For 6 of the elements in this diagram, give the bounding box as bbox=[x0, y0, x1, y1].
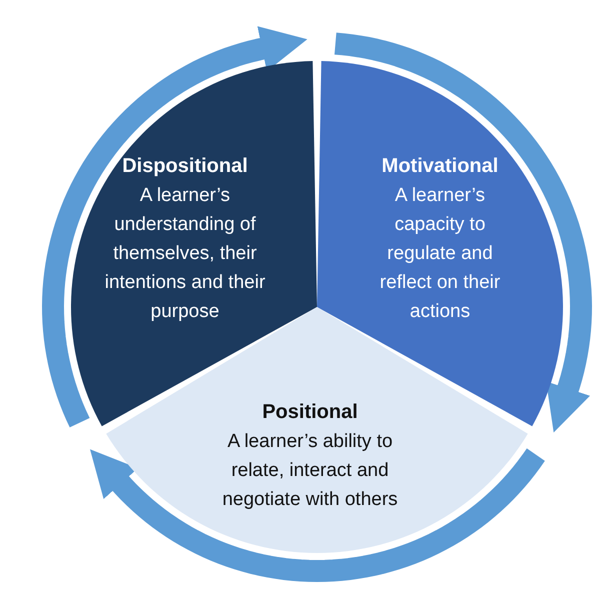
segment-description: A learner’s ability to relate, interact and negotiate with others bbox=[221, 430, 399, 512]
segment-title: Positional bbox=[261, 400, 359, 425]
segment-title: Dispositional bbox=[121, 154, 249, 179]
segment-description: A learner’s capacity to regulate and reflect on their actions bbox=[378, 184, 502, 324]
segment-description: A learner’s understanding of themselves, their intentions and their purpose bbox=[104, 184, 266, 324]
segment-title: Motivational bbox=[380, 154, 500, 179]
